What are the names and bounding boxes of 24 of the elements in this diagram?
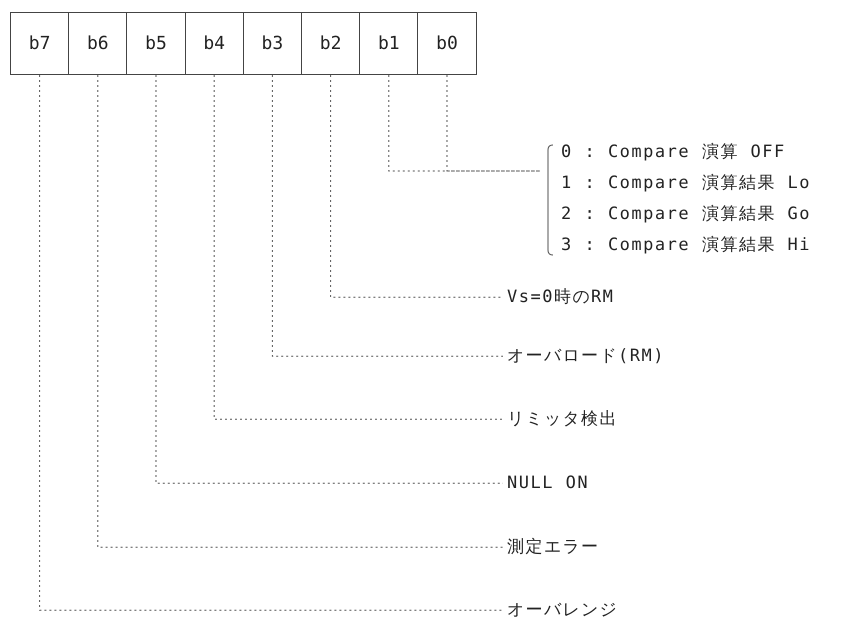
bit-cell: b5	[126, 12, 186, 75]
bit-cell: b4	[184, 12, 244, 75]
bit-label: オーバロード(RM)	[507, 346, 665, 366]
leader-line	[330, 74, 504, 298]
bit-label: NULL ON	[507, 473, 590, 494]
option-text: 2 : Compare 演算結果 Go	[561, 204, 812, 224]
bit-cell: b2	[301, 12, 360, 75]
bit-label: 測定エラー	[507, 537, 600, 558]
bit-cell: b0	[417, 12, 477, 75]
bit-label: オーバレンジ	[507, 600, 618, 620]
option-text: 1 : Compare 演算結果 Lo	[561, 173, 812, 194]
leader-line	[39, 74, 504, 611]
bit-cell: b3	[242, 12, 302, 75]
bit-cell: b1	[359, 12, 418, 75]
bit-label: リミッタ検出	[507, 409, 618, 430]
bit-label: Vs=0時のRM	[507, 287, 614, 308]
bit-cell: b7	[10, 12, 70, 75]
leader-line	[97, 74, 504, 548]
option-text: 3 : Compare 演算結果 Hi	[561, 235, 812, 256]
bit-cell: b6	[68, 12, 128, 75]
leader-line	[272, 74, 504, 357]
leader-line	[214, 74, 504, 420]
option-text: 0 : Compare 演算 OFF	[561, 142, 786, 162]
leader-line	[388, 74, 542, 172]
